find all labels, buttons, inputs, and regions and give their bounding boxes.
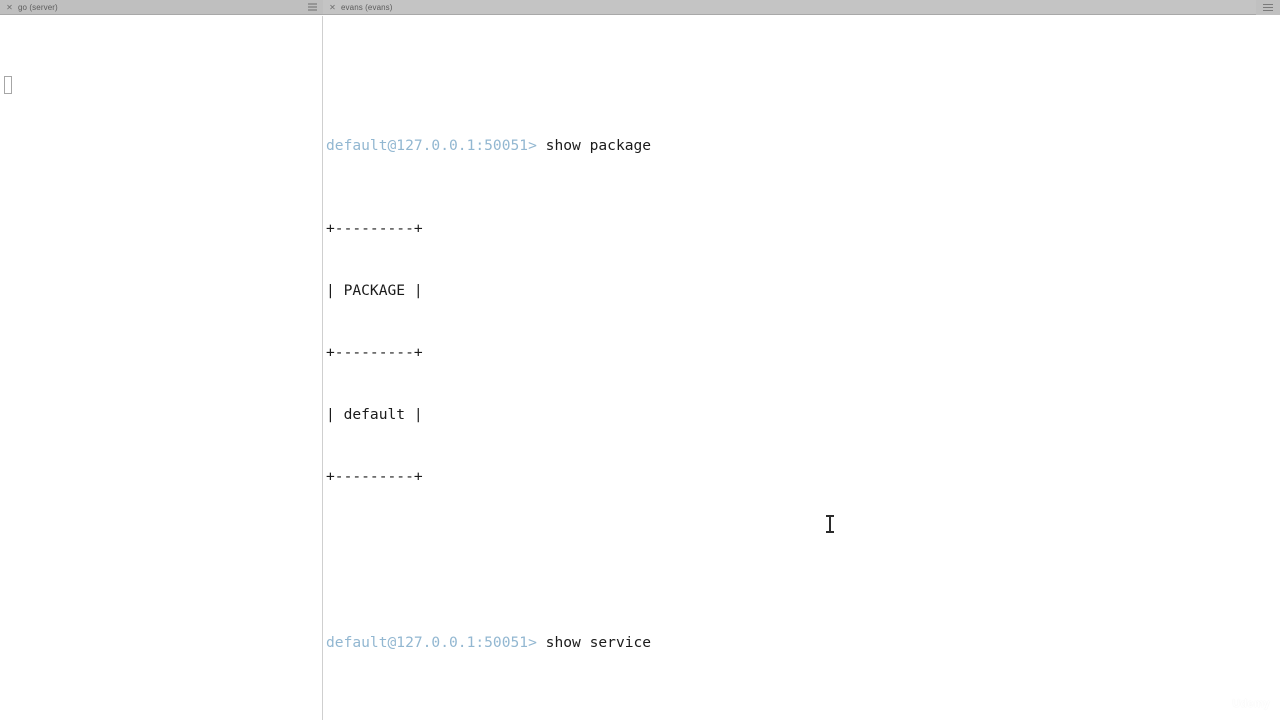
window-tab-bar: ✕ go (server) ✕ evans (evans) — [0, 0, 1280, 15]
terminal-output[interactable]: default@127.0.0.1:50051> show package +-… — [326, 74, 932, 720]
pane-divider[interactable] — [322, 16, 323, 720]
close-icon[interactable]: ✕ — [329, 2, 336, 12]
close-icon[interactable]: ✕ — [6, 2, 13, 12]
terminal-line-output: | PACKAGE | — [326, 282, 423, 299]
shell-prompt: default@127.0.0.1:50051> — [326, 137, 537, 155]
pane-evans[interactable]: default@127.0.0.1:50051> show package +-… — [323, 16, 1280, 720]
pane-go-server[interactable] — [0, 16, 322, 720]
tab-go-server[interactable]: ✕ go (server) — [0, 0, 323, 14]
udemy-watermark: Udemy — [1212, 696, 1270, 712]
tab-go-server-label: go (server) — [18, 2, 58, 12]
udemy-watermark-label: Udemy — [1232, 698, 1270, 710]
shell-prompt: default@127.0.0.1:50051> — [326, 633, 537, 651]
window-menu-button[interactable] — [1256, 0, 1280, 15]
shell-command: show service — [536, 633, 652, 651]
terminal-line-output: +-------------+------------+------------… — [326, 716, 932, 720]
shell-command: show package — [536, 137, 652, 155]
terminal-line-output: +---------+ — [326, 219, 423, 237]
terminal-line-prompt: default@127.0.0.1:50051> show service — [326, 633, 932, 654]
tab-evans[interactable]: ✕ evans (evans) — [323, 0, 1280, 14]
terminal-line-output: +---------+ — [326, 344, 423, 362]
udemy-logo-icon — [1214, 697, 1227, 712]
inactive-cursor — [4, 76, 12, 94]
terminal-blank-line — [326, 550, 932, 571]
terminal-line-output: | default | — [326, 406, 423, 424]
tab-evans-label: evans (evans) — [341, 2, 393, 12]
terminal-panes: default@127.0.0.1:50051> show package +-… — [0, 16, 1280, 720]
hamburger-icon[interactable] — [308, 3, 317, 11]
terminal-line-output: +---------+ — [326, 468, 423, 486]
terminal-line-prompt: default@127.0.0.1:50051> show package — [326, 136, 932, 157]
hamburger-icon[interactable] — [1263, 4, 1273, 11]
